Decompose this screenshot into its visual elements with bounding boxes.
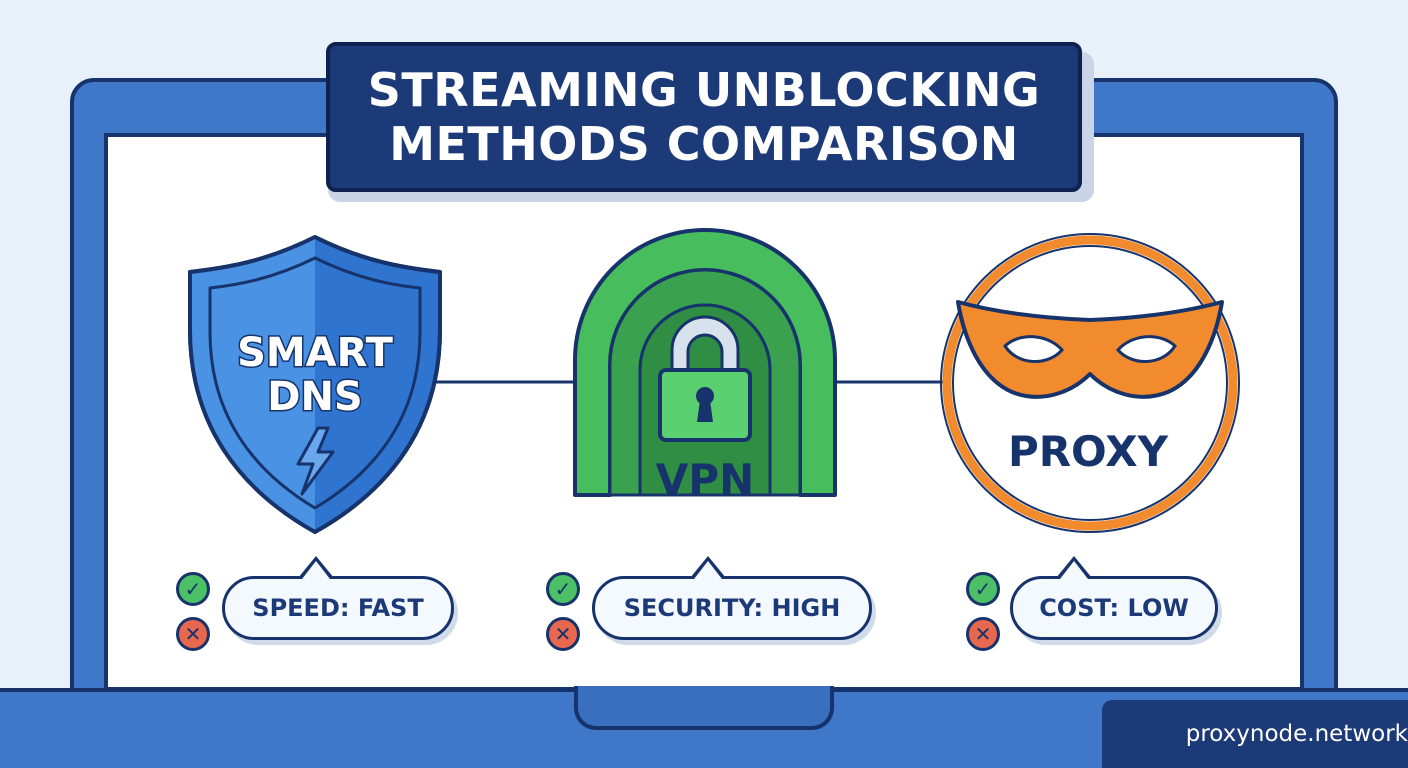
method-label-proxy: PROXY — [1008, 427, 1169, 476]
pill-pointer — [690, 556, 726, 579]
page-title: STREAMING UNBLOCKING METHODS COMPARISON — [367, 63, 1041, 171]
padlock-icon — [658, 315, 752, 442]
brand-domain: proxynode.network — [1185, 721, 1408, 747]
shield-icon — [188, 235, 442, 534]
attribute-label: SECURITY: HIGH — [623, 594, 841, 622]
attribute-pill-speed: SPEED: FAST — [222, 576, 454, 640]
method-label-smart: SMART — [237, 330, 394, 376]
attribute-pill-cost: COST: LOW — [1010, 576, 1218, 640]
method-label-vpn: VPN — [656, 455, 754, 504]
pill-pointer — [1056, 556, 1092, 579]
x-icon: ✕ — [966, 617, 1000, 651]
method-label-dns: DNS — [267, 374, 363, 420]
attribute-label: COST: LOW — [1039, 594, 1189, 622]
mask-icon — [956, 300, 1224, 399]
x-icon: ✕ — [176, 617, 210, 651]
pill-pointer — [298, 556, 334, 579]
check-icon: ✓ — [176, 572, 210, 606]
check-icon: ✓ — [966, 572, 1000, 606]
title-banner: STREAMING UNBLOCKING METHODS COMPARISON — [326, 42, 1082, 192]
brand-badge: proxynode.network — [1102, 700, 1408, 768]
x-icon: ✕ — [546, 617, 580, 651]
proxy-circle — [940, 233, 1240, 533]
attribute-label: SPEED: FAST — [252, 594, 424, 622]
laptop-notch — [574, 686, 834, 730]
attribute-pill-security: SECURITY: HIGH — [592, 576, 872, 640]
check-icon: ✓ — [546, 572, 580, 606]
lightning-bolt-icon — [296, 426, 335, 496]
